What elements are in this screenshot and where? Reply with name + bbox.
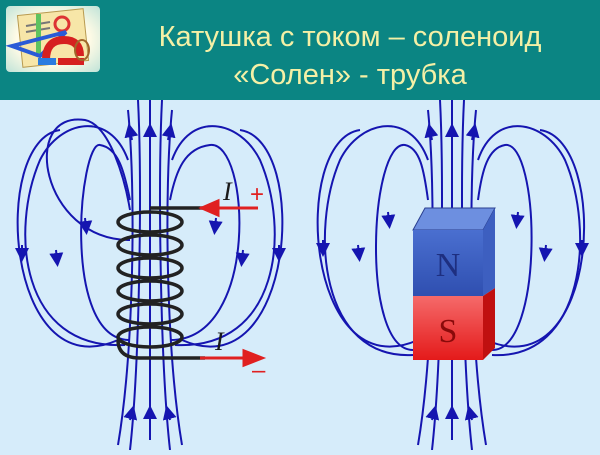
current-in-arrow [198,198,258,218]
magnetic-field-diagram: I + I – [0,99,600,451]
north-pole-label: N [436,247,461,284]
current-label-bottom: I [214,327,225,356]
current-label-top: I [222,177,233,206]
slide-title-line1: Катушка с током – соленоид [158,21,542,53]
minus-sign: – [252,357,266,384]
bar-magnet: N S [412,207,496,360]
current-out-arrow [200,348,267,368]
slide-header: Катушка с током – соленоид «Солен» - тру… [0,0,600,100]
slide-title-line2: «Солен» - трубка [233,59,467,91]
solenoid-coil [116,206,205,360]
plus-sign: + [250,181,264,208]
physics-book-magnet-icon [6,6,100,72]
solenoid-field-lines [16,99,284,451]
south-pole-label: S [439,313,458,350]
